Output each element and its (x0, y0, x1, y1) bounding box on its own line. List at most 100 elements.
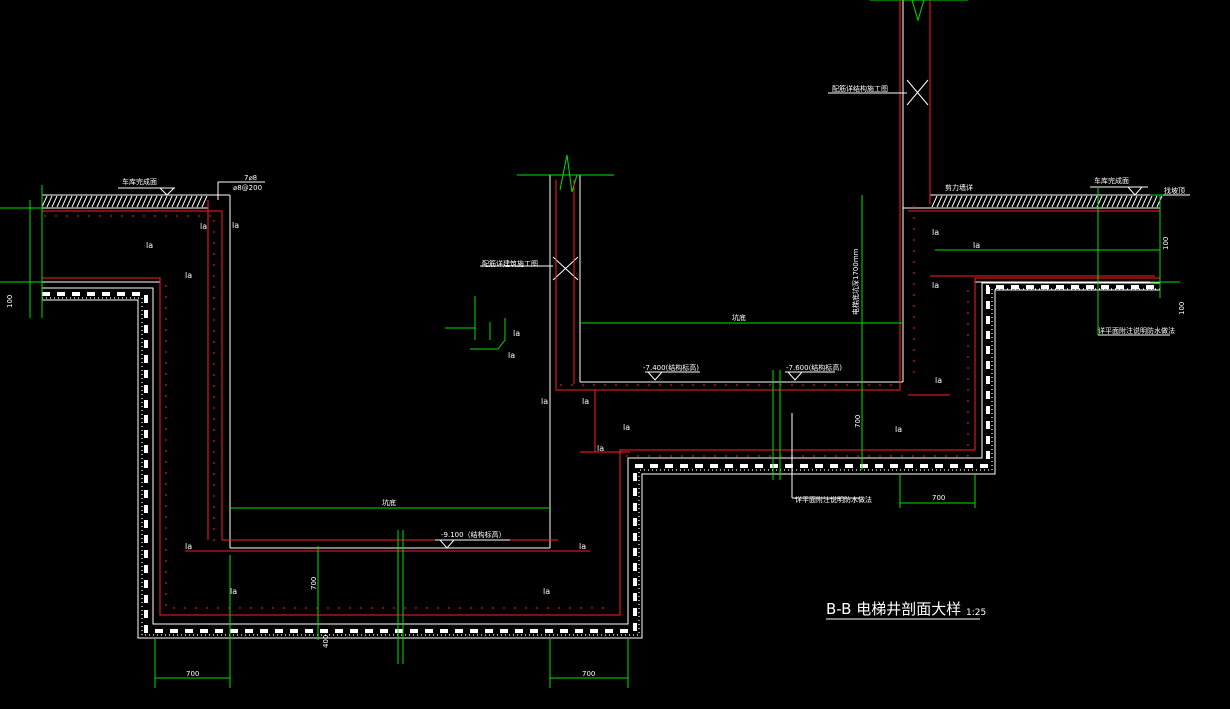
hatch-stroke (66, 195, 73, 208)
hatch-stroke (116, 195, 123, 208)
hatch-stroke (1071, 195, 1078, 208)
pit-label-right: 坑底 (732, 313, 746, 322)
wall-right (870, 0, 968, 106)
la-label: la (579, 542, 586, 551)
wall-ref-right: 配筋详结构施工图 (832, 84, 888, 93)
hatch-stroke (1036, 195, 1043, 208)
la-label: la (895, 425, 902, 434)
hatch-stroke (81, 195, 88, 208)
hatch-stroke (996, 195, 1003, 208)
hatch-stroke (136, 195, 143, 208)
hatch-stroke (1141, 195, 1148, 208)
hatch-stroke (1051, 195, 1058, 208)
dim-100: 100 (1162, 237, 1170, 250)
hatch-stroke (1126, 195, 1133, 208)
hatch-stroke (1046, 195, 1053, 208)
hatch-stroke (1031, 195, 1038, 208)
dim-100: 100 (1178, 302, 1186, 315)
height-note: 电梯底坑深1700mm (851, 248, 860, 315)
hatch-stroke (946, 195, 953, 208)
hatch-stroke (971, 195, 978, 208)
la-label: la (543, 587, 550, 596)
elevation-mid: -7.600(结构标高) (786, 363, 842, 372)
hatch-stroke (1131, 195, 1138, 208)
dim-400: 400 (322, 635, 330, 648)
wall-ref-vertical: 剪力墙详 (945, 183, 973, 192)
hatch-stroke (146, 195, 153, 208)
hatch-stroke (161, 195, 168, 208)
elevation-left: -7.400(结构标高) (643, 363, 699, 372)
hatch-stroke (1136, 195, 1143, 208)
la-label: la (597, 444, 604, 453)
hatch-stroke (86, 195, 93, 208)
hatch-stroke (1011, 195, 1018, 208)
leader-lines (118, 92, 1190, 549)
hatch-stroke (1066, 195, 1073, 208)
hatch-stroke (56, 195, 63, 208)
hatch-stroke (46, 195, 53, 208)
hatch-stroke (956, 195, 963, 208)
hatch-stroke (951, 195, 958, 208)
dim-700: 700 (310, 577, 318, 590)
la-label: la (541, 397, 548, 406)
hatch-stroke (71, 195, 78, 208)
hatch-stroke (201, 195, 208, 208)
hatch-stroke (1056, 195, 1063, 208)
hatch-stroke (176, 195, 183, 208)
hatch-stroke (111, 195, 118, 208)
hatch-stroke (1091, 195, 1098, 208)
hatch-stroke (141, 195, 148, 208)
finish-label-left: 车库完成面 (122, 177, 157, 186)
hatch-stroke (1111, 195, 1118, 208)
dim-700: 700 (854, 415, 862, 428)
dim-100: 100 (6, 295, 14, 308)
waterproof-layer (42, 285, 1160, 636)
hatch-stroke (126, 195, 133, 208)
hatch-stroke (171, 195, 178, 208)
hatch-stroke (76, 195, 83, 208)
annotation-texts: 车库完成面 车库完成面 找坡顶 7⌀8 ⌀8@200 配筋详建筑施工图 配筋详结… (6, 84, 1186, 678)
hatch-stroke (1106, 195, 1113, 208)
hatch-stroke (1006, 195, 1013, 208)
concrete-outline (42, 0, 1160, 639)
hatch-stroke (101, 195, 108, 208)
dim-700: 700 (186, 670, 199, 678)
hatch-stroke (106, 195, 113, 208)
hatch-stroke (96, 195, 103, 208)
rebar-top-label: 7⌀8 (244, 174, 257, 182)
hatch-stroke (156, 195, 163, 208)
la-label: la (932, 228, 939, 237)
la-label: la (582, 397, 589, 406)
finish-label-right: 车库完成面 (1094, 176, 1129, 185)
hatch-stroke (151, 195, 158, 208)
hatch-stroke (191, 195, 198, 208)
la-label: la (230, 587, 237, 596)
hatch-stroke (196, 195, 203, 208)
hatch-stroke (1061, 195, 1068, 208)
slab-hatch-left (41, 195, 208, 208)
rebar-lines (42, 0, 1160, 616)
roof-label: 找坡顶 (1164, 186, 1185, 195)
hatch-stroke (131, 195, 138, 208)
hatch-stroke (1081, 195, 1088, 208)
hatch-stroke (1101, 195, 1108, 208)
hatch-stroke (181, 195, 188, 208)
rebar-spacing-label: ⌀8@200 (233, 184, 262, 192)
hatch-stroke (41, 195, 48, 208)
la-label: la (623, 423, 630, 432)
drawing-scale: 1:25 (966, 608, 986, 618)
la-label: la (935, 376, 942, 385)
hatch-stroke (941, 195, 948, 208)
hatch-stroke (1086, 195, 1093, 208)
hatch-stroke (976, 195, 983, 208)
hatch-stroke (991, 195, 998, 208)
elevation-bottom: -9.100（结构标高） (441, 530, 506, 539)
dimension-lines (0, 185, 1180, 688)
hatch-stroke (1041, 195, 1048, 208)
la-label: la (932, 281, 939, 290)
waterproof-note-right: 详平面附注说明防水做法 (1098, 326, 1175, 335)
hatch-stroke (186, 195, 193, 208)
pit-label-left: 坑底 (382, 498, 396, 507)
hatch-stroke (1146, 195, 1153, 208)
